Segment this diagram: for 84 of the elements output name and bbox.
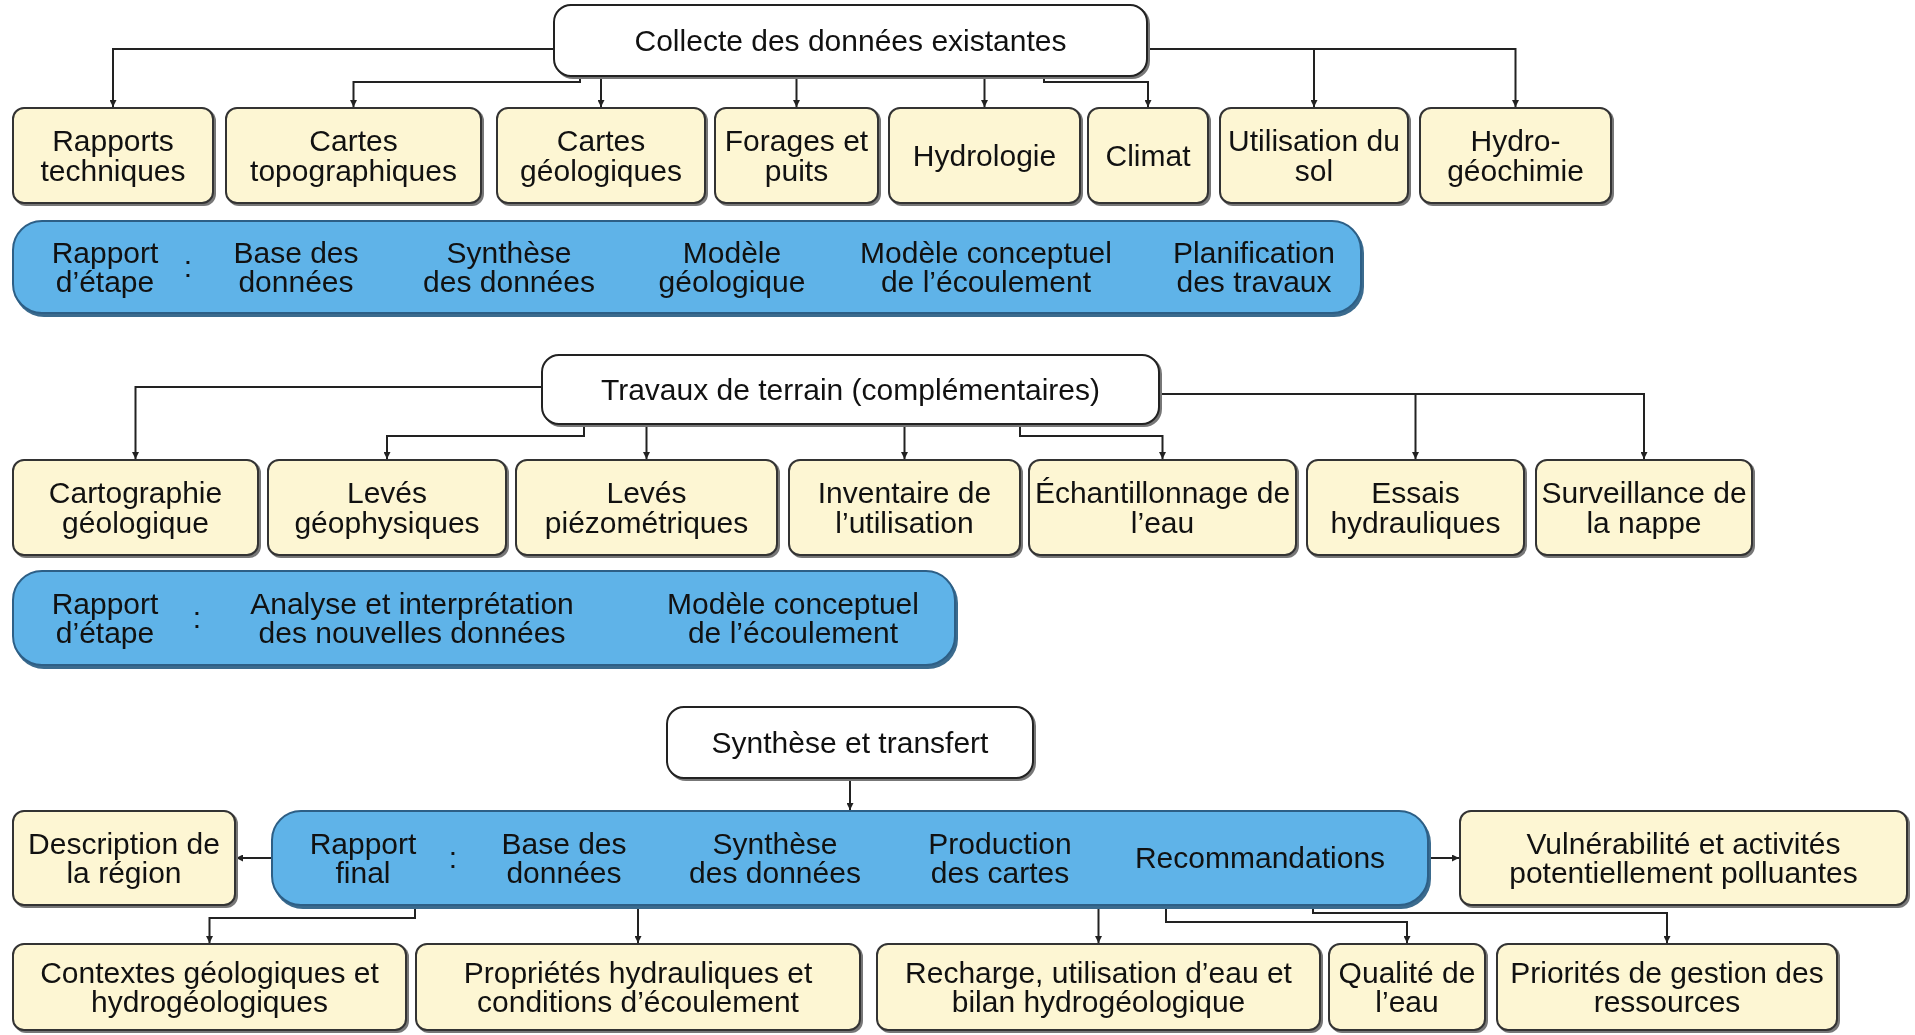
box-label: Cartes géologiques (519, 126, 683, 185)
band-label: Rapport d’étape (50, 237, 160, 297)
box-label: Levés piézométriques (543, 478, 750, 537)
box-label: Forages et puits (723, 126, 870, 185)
process-box (415, 943, 861, 1031)
band-label: Modèle conceptuel de l’écoulement (666, 588, 920, 648)
band-label: Modèle géologique (657, 237, 807, 297)
box-label: Propriétés hydrauliques et conditions d’écoulement (462, 957, 814, 1017)
box-label: Essais hydrauliques (1329, 478, 1502, 537)
stage-box (553, 4, 1148, 77)
arrow (1428, 854, 1460, 862)
process-box (1419, 107, 1612, 204)
stage-box (666, 706, 1034, 779)
process-box (12, 810, 236, 906)
arrow (901, 424, 908, 460)
band-label: Synthèse des données (422, 237, 596, 297)
process-box (12, 107, 214, 204)
process-box (496, 107, 706, 204)
process-box (1535, 459, 1753, 556)
box-label: Travaux de terrain (complémentaires) (599, 374, 1102, 405)
arrow (109, 48, 554, 108)
report-band (271, 810, 1429, 906)
box-label: Hydro-géochimie (1446, 126, 1585, 185)
arrow (383, 424, 585, 460)
process-box (788, 459, 1021, 556)
separator-colon: : (447, 843, 459, 873)
box-label: Qualité de l’eau (1337, 957, 1477, 1017)
arrow (793, 76, 800, 108)
box-label: Priorités de gestion des ressources (1509, 957, 1825, 1017)
process-box (1028, 459, 1297, 556)
band-label: Production des cartes (927, 828, 1073, 888)
arrow (597, 76, 605, 108)
process-box (1328, 943, 1486, 1031)
process-box (1459, 810, 1908, 906)
box-label: Climat (1104, 140, 1192, 171)
band-label: Planification des travaux (1172, 237, 1336, 297)
arrow (350, 76, 581, 108)
band-label: Base des données (500, 828, 628, 888)
separator-colon: : (182, 252, 194, 282)
box-label: Inventaire de l’utilisation (816, 478, 993, 537)
band-label: Synthèse des données (688, 828, 862, 888)
arrow (1019, 424, 1166, 460)
band-label: Modèle conceptuel de l’écoulement (859, 237, 1113, 297)
box-label: Cartographie géologique (47, 478, 224, 537)
process-box (888, 107, 1081, 204)
band-label: Rapport final (308, 828, 418, 888)
process-box (515, 459, 778, 556)
process-box (876, 943, 1321, 1031)
arrow (846, 778, 854, 811)
arrow (235, 854, 272, 862)
process-box (714, 107, 879, 204)
process-box (12, 943, 407, 1031)
band-label: Base des données (232, 237, 360, 297)
arrow (981, 76, 988, 108)
process-box (267, 459, 507, 556)
box-label: Collecte des données existantes (633, 25, 1068, 56)
box-label: Recharge, utilisation d’eau et bilan hydrogéologique (904, 957, 1293, 1017)
box-label: Levés géophysiques (293, 478, 481, 537)
process-box (1219, 107, 1409, 204)
box-label: Vulnérabilité et activités potentiellement polluantes (1508, 828, 1859, 888)
band-label: Recommandations (1133, 843, 1387, 873)
arrow (643, 424, 650, 460)
process-box (1306, 459, 1525, 556)
process-box (1087, 107, 1209, 204)
report-band (12, 220, 1362, 314)
box-label: Surveillance de la nappe (1540, 478, 1748, 537)
box-label: Hydrologie (911, 140, 1058, 171)
arrow (1043, 76, 1152, 108)
box-label: Utilisation du sol (1227, 126, 1401, 185)
box-label: Rapports techniques (39, 126, 187, 185)
band-label: Rapport d’étape (50, 588, 160, 648)
process-box (1496, 943, 1838, 1031)
box-label: Synthèse et transfert (710, 727, 990, 758)
separator-colon: : (191, 603, 203, 633)
box-label: Cartes topographiques (249, 126, 458, 185)
process-box (225, 107, 482, 204)
box-label: Contextes géologiques et hydrogéologiques (39, 957, 380, 1017)
stage-box (541, 354, 1160, 425)
process-box (12, 459, 259, 556)
arrow (132, 386, 542, 460)
box-label: Échantillonnage de l’eau (1033, 478, 1292, 537)
box-label: Description de la région (27, 828, 221, 888)
band-label: Analyse et interprétation des nouvelles données (249, 588, 575, 648)
report-band (12, 570, 956, 666)
